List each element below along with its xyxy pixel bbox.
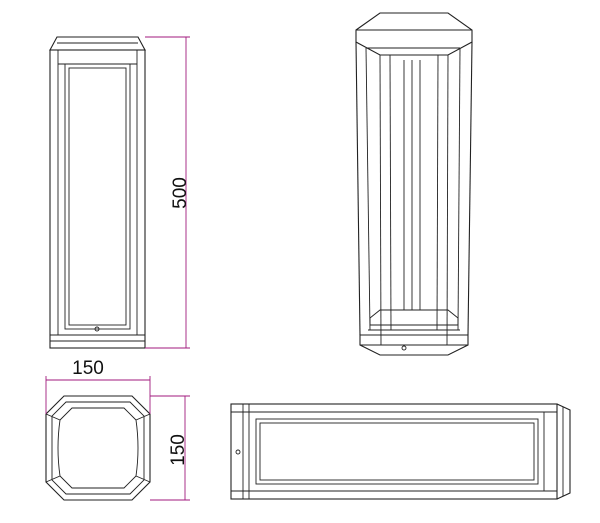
persp-post-right-outer bbox=[467, 41, 473, 336]
persp-top-cap bbox=[355, 12, 473, 56]
persp-post-right-inner bbox=[457, 47, 461, 331]
width-dimension: 150 bbox=[45, 358, 151, 414]
depth-dimension: 150 bbox=[150, 395, 190, 501]
persp-post-front-right bbox=[446, 54, 449, 346]
front-view bbox=[49, 36, 146, 349]
persp-post-front-left bbox=[379, 54, 382, 346]
height-dimension: 500 bbox=[145, 36, 191, 349]
top-corner-4 bbox=[135, 475, 151, 483]
front-window bbox=[64, 63, 131, 330]
side-outer bbox=[230, 403, 558, 500]
horizontal-view bbox=[230, 403, 571, 500]
side-window bbox=[255, 418, 539, 485]
front-top-cap bbox=[49, 36, 146, 51]
height-label: 500 bbox=[170, 177, 191, 209]
top-inner bbox=[57, 407, 139, 489]
top-middle bbox=[51, 401, 145, 495]
depth-label: 150 bbox=[168, 434, 189, 466]
front-outer-body bbox=[49, 49, 146, 349]
top-outer bbox=[45, 395, 151, 501]
persp-post-left-outer bbox=[355, 41, 361, 336]
side-window-inner bbox=[259, 422, 535, 481]
width-label: 150 bbox=[72, 358, 104, 379]
perspective-view bbox=[355, 12, 473, 356]
top-corner-2 bbox=[135, 413, 151, 421]
top-view bbox=[45, 395, 151, 501]
front-screw bbox=[94, 326, 100, 332]
persp-post-front-right-inner bbox=[436, 54, 439, 331]
side-end-cap bbox=[556, 403, 571, 500]
top-corner-3 bbox=[45, 475, 61, 483]
top-corner-1 bbox=[45, 413, 61, 421]
persp-post-front-left-inner bbox=[389, 54, 392, 331]
persp-screw bbox=[401, 345, 407, 351]
side-screw bbox=[235, 449, 241, 455]
front-window-inner bbox=[68, 67, 127, 326]
persp-post-left-inner bbox=[365, 47, 371, 331]
persp-inner-base bbox=[369, 309, 459, 326]
